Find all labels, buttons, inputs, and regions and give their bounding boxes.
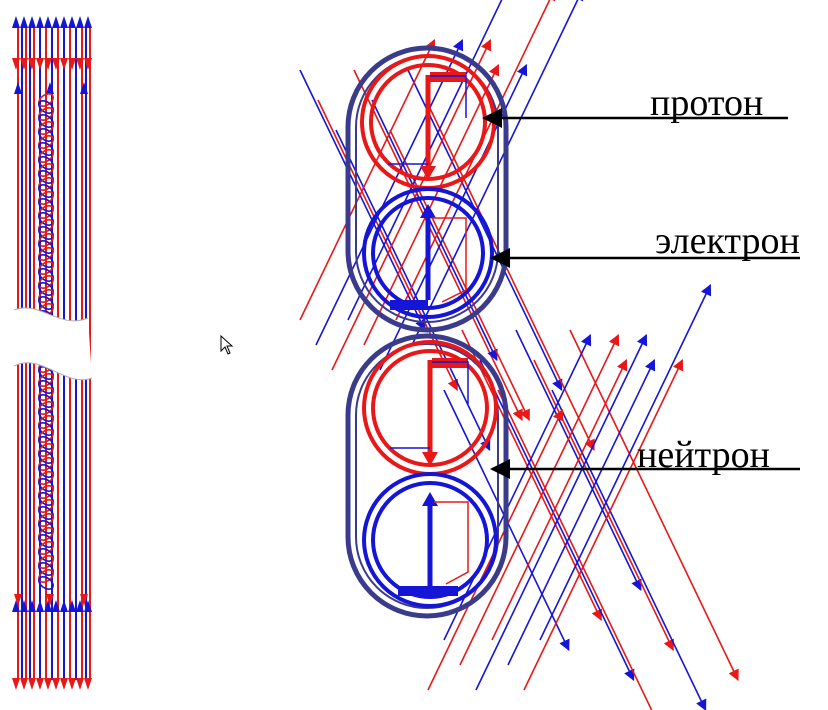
strip-break bbox=[14, 307, 92, 380]
neutron-label: нейтрон bbox=[637, 434, 770, 476]
lower-capsule bbox=[345, 333, 509, 619]
proton-label: протон bbox=[650, 82, 764, 124]
electron-label: электрон bbox=[655, 220, 800, 262]
mouse-pointer-icon bbox=[220, 335, 234, 355]
neutron-electron-ring bbox=[362, 472, 498, 608]
proton-ring bbox=[360, 54, 496, 190]
upper-capsule bbox=[345, 45, 509, 333]
field-strip bbox=[12, 16, 93, 690]
neutron-proton-ring bbox=[362, 340, 498, 476]
